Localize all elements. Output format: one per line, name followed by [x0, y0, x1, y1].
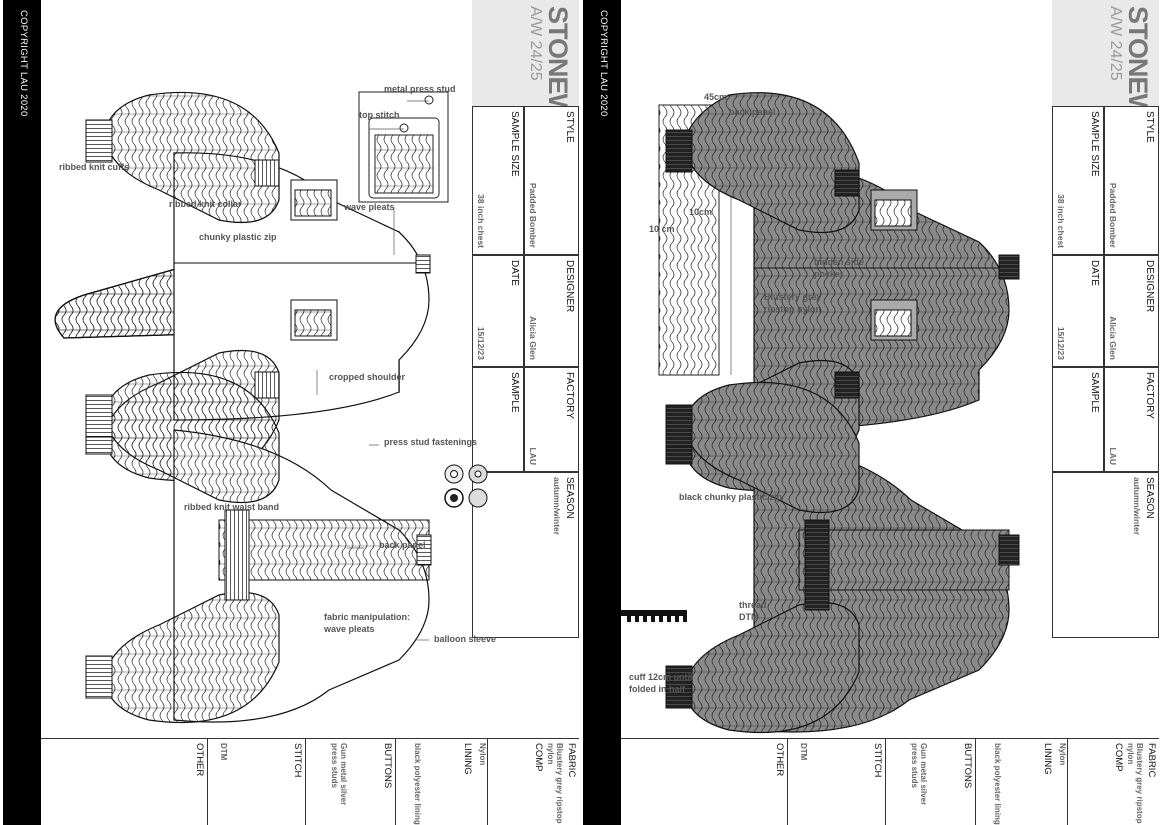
footer-bar: COPYRIGHT LAU 2020 — [583, 0, 621, 825]
label-balloon-sleeve: balloon sleeve — [434, 634, 496, 644]
label-10-cm: 10 cm — [649, 224, 675, 234]
label-hidden-1: hidden side — [814, 257, 864, 267]
label-chunky-plastic-zip: chunky plastic zip — [199, 232, 277, 242]
footer-bar: COPYRIGHT LAU 2020 — [3, 0, 41, 825]
label-black-chunky-zip: black chunky plastic zip — [679, 492, 783, 502]
label-wave-pleats: wave pleats — [343, 202, 395, 212]
label-thread-2: DTM — [739, 612, 759, 622]
label-metal-press-stud: metal press stud — [384, 84, 456, 94]
label-back-panel: back panel — [379, 540, 426, 550]
copyright: COPYRIGHT LAU 2020 — [598, 10, 609, 117]
label-fabric-manipulation: fabric manipulation: — [324, 612, 410, 622]
label-45cm: 45cm — [704, 92, 727, 102]
label-press-stud-fastenings: press stud fastenings — [384, 437, 477, 447]
copyright: COPYRIGHT LAU 2020 — [18, 10, 29, 117]
label-top-stitch: top stitch — [359, 110, 400, 120]
garment-drawing: back panel 45cm 10cm Blustery grey ripst… — [599, 92, 1020, 734]
spec-sheet-inside-view: STONEWEAR A/W 24/25 STYLE Padded Bomber … — [583, 0, 1159, 825]
spec-sheet-front-view: STONEWEAR A/W 24/25 STYLE Padded Bomber … — [3, 0, 579, 825]
front-view-jacket — [54, 91, 431, 482]
label-ribbed-knit-waist-band: ribbed knit waist band — [184, 502, 279, 512]
label-ribbed-knit-collar: ribbed knit collar — [169, 199, 242, 209]
label-fabric-manipulation-2: wave pleats — [323, 624, 375, 634]
label-ribbed-knit-cuffs: ribbed knit cuffs — [59, 162, 129, 172]
label-blustery-2: ripstop nylon — [764, 304, 821, 314]
label-cuff-1: cuff 12cm until — [629, 672, 693, 682]
label-back-panel: back panel — [729, 107, 776, 117]
back-view-jacket — [85, 371, 432, 724]
label-blustery-1: Blustery grey — [764, 292, 822, 302]
inside-back-jacket — [665, 381, 1020, 734]
label-thread-1: thread — [739, 600, 767, 610]
label-10cm: 10cm — [689, 207, 712, 217]
garment-drawing: metal press stud top stitch wave pleats … — [54, 84, 496, 724]
label-cropped-shoulder: cropped shoulder — [329, 372, 406, 382]
press-stud-icon — [424, 95, 434, 105]
pocket-detail-swatch — [358, 91, 449, 203]
label-cuff-2: folded in half — [629, 684, 686, 694]
press-stud-swatches — [444, 464, 488, 508]
label-hidden-2: pocket — [814, 269, 843, 279]
